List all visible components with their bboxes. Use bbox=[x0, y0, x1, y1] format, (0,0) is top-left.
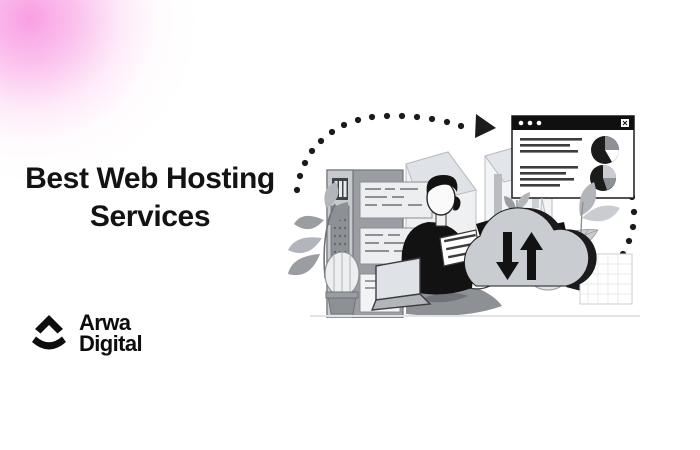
browser-pie-chart-bottom bbox=[590, 165, 616, 191]
browser-text-lines bbox=[520, 138, 582, 153]
cloud-sync-icon bbox=[463, 207, 597, 287]
arc-arrowhead-icon bbox=[475, 114, 496, 138]
page-title-line-1: Best Web Hosting bbox=[25, 162, 275, 195]
upload-arrow-icon bbox=[520, 232, 543, 280]
brand-logo-wordmark: Arwa Digital bbox=[79, 310, 143, 356]
web-hosting-illustration bbox=[280, 78, 690, 318]
server-blade bbox=[359, 181, 433, 219]
browser-pie-chart-top bbox=[591, 136, 619, 164]
browser-text-lines bbox=[520, 166, 578, 187]
leaf-plant-left-icon bbox=[288, 182, 349, 279]
illustration-canvas bbox=[288, 112, 640, 318]
dotted-arc-top-icon bbox=[293, 112, 496, 194]
brand-logo: Arwa Digital bbox=[28, 310, 143, 356]
download-arrow-icon bbox=[496, 232, 519, 280]
brand-word-arwa: Arwa bbox=[79, 310, 131, 336]
cactus-plant-icon bbox=[324, 251, 360, 315]
browser-close-icon bbox=[621, 119, 629, 127]
page-title: Best Web Hosting Services bbox=[0, 160, 300, 236]
browser-dots-icon bbox=[518, 120, 542, 126]
arwa-chevron-arc-icon bbox=[32, 315, 66, 350]
page-title-line-2: Services bbox=[89, 200, 211, 234]
brand-word-digital: Digital bbox=[79, 331, 143, 356]
person-with-laptop bbox=[370, 174, 502, 316]
